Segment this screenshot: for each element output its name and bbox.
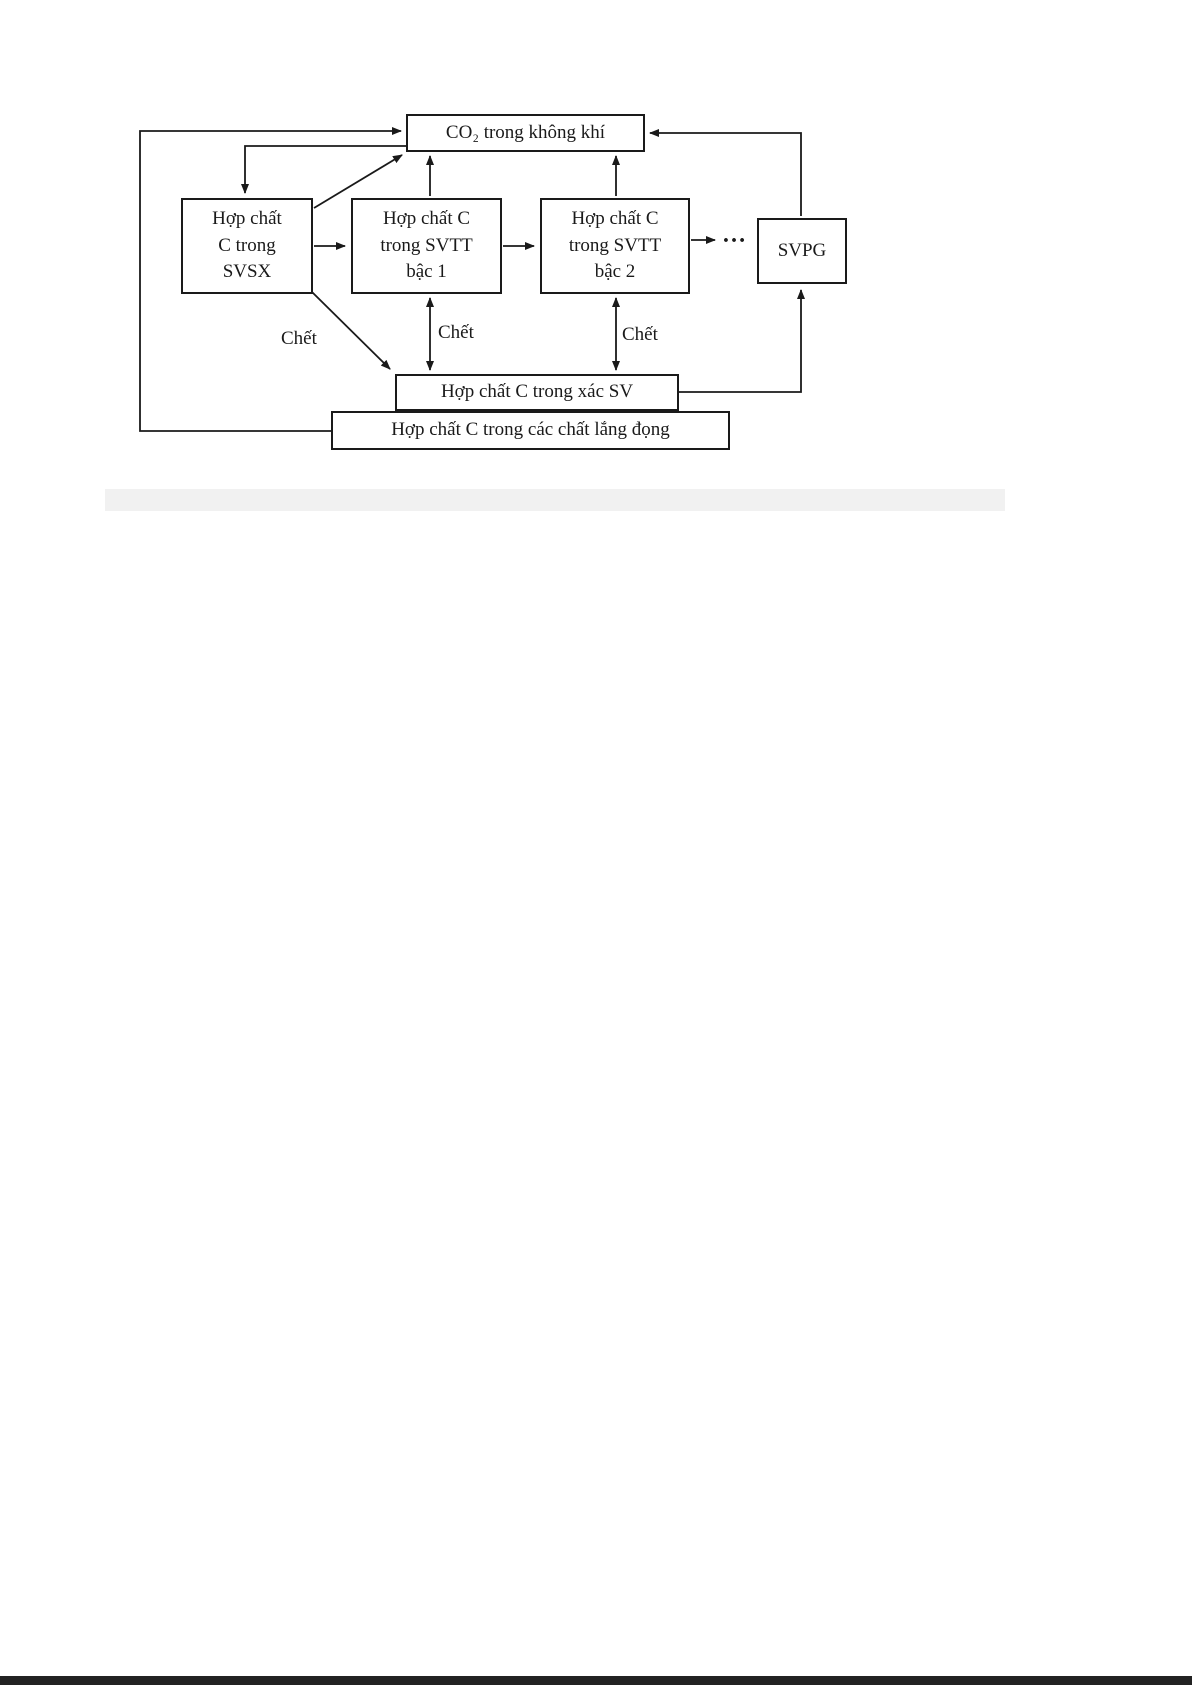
box-svtt2-line1: Hợp chất C [571,208,659,230]
box-co2-air: CO₂ trong không khí [406,114,645,152]
box-svtt1-line2: trong SVTT [380,234,473,256]
box-svsx-line3: SVSX [222,261,272,283]
ellipsis-food-chain: … [722,222,748,248]
box-svsx-line1: Hợp chất [212,208,282,230]
box-decomposers-svpg: SVPG [757,218,847,284]
arrow-svpg-to-co2 [649,129,802,216]
box-svtt1-line1: Hợp chất C [382,208,471,230]
box-svpg-label: SVPG [777,239,827,261]
highlight-strip [105,489,1005,511]
box-sediments-label: Hợp chất C trong các chất lắng đọng [391,419,670,441]
box-consumer-level1-svtt1: Hợp chất C trong SVTT bậc 1 [351,198,502,294]
box-svsx-line2: C trong [218,234,276,256]
arrow-co2-to-svsx [241,145,406,194]
box-svtt2-line2: trong SVTT [568,234,662,256]
arrow-svsx-to-deadsv [311,291,391,370]
arrow-svsx-to-co2 [313,154,403,209]
arrow-deadsv-to-svpg [679,289,805,393]
box-producers-svsx: Hợp chất C trong SVSX [181,198,313,294]
box-co2-air-label: CO₂ trong không khí [445,121,606,143]
label-death-svtt1: Chết [438,322,474,343]
label-death-svsx: Chết [281,328,317,349]
box-sediments: Hợp chất C trong các chất lắng đọng [331,411,730,450]
box-svtt2-line3: bậc 2 [594,261,636,283]
box-consumer-level2-svtt2: Hợp chất C trong SVTT bậc 2 [540,198,690,294]
box-dead-organisms-label: Hợp chất C trong xác SV [440,381,634,403]
box-dead-organisms: Hợp chất C trong xác SV [395,374,679,411]
bottom-page-bar [0,1676,1192,1685]
box-svtt1-line3: bậc 1 [406,261,447,283]
arrow-sediments-to-co2 [139,127,402,432]
label-death-svtt2: Chết [622,324,658,345]
